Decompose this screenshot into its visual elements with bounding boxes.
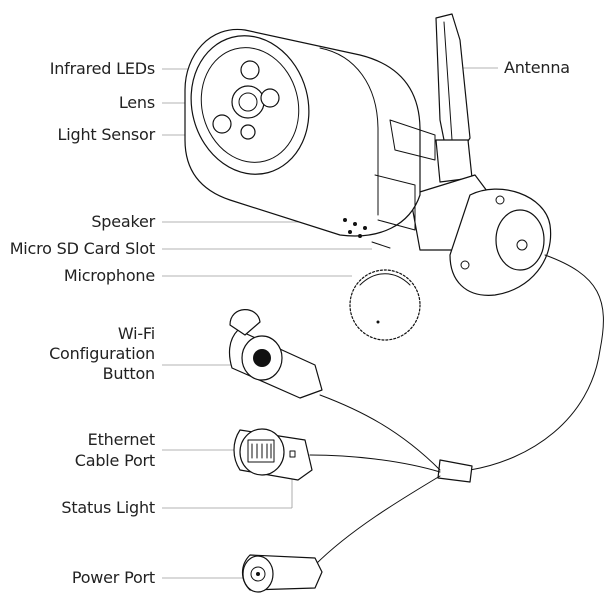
label-microphone: Microphone bbox=[63, 266, 155, 285]
label-infrared-leds: Infrared LEDs bbox=[49, 59, 155, 78]
cable-splitter bbox=[437, 459, 473, 483]
ethernet-port-icon bbox=[233, 428, 313, 481]
light-sensor-icon bbox=[240, 124, 256, 140]
label-speaker: Speaker bbox=[91, 212, 155, 231]
label-antenna: Antenna bbox=[504, 58, 570, 77]
label-status-light: Status Light bbox=[61, 498, 155, 517]
label-wifi-line2: Configuration bbox=[49, 344, 155, 363]
label-lens: Lens bbox=[118, 93, 155, 112]
antenna-icon bbox=[435, 13, 473, 183]
camera-front bbox=[190, 35, 310, 175]
infrared-led-icon bbox=[240, 60, 260, 80]
wall-mount bbox=[409, 174, 552, 296]
label-light-sensor: Light Sensor bbox=[57, 125, 156, 144]
speaker-grille-icon bbox=[343, 218, 367, 238]
label-wifi-line1: Wi-Fi bbox=[117, 324, 155, 343]
label-wifi-line3: Button bbox=[102, 364, 156, 383]
power-port-icon bbox=[241, 554, 323, 593]
label-ethernet-line1: Ethernet bbox=[87, 430, 156, 449]
label-power-port: Power Port bbox=[71, 568, 155, 587]
label-ethernet-line2: Cable Port bbox=[74, 451, 155, 470]
main-cable bbox=[469, 254, 604, 471]
microphone-detail bbox=[349, 269, 421, 341]
leader-lines bbox=[162, 67, 498, 579]
micro-sd-slot-icon bbox=[371, 241, 391, 249]
status-light-icon bbox=[289, 450, 296, 458]
label-micro-sd-card-slot: Micro SD Card Slot bbox=[9, 239, 155, 258]
lens-icon bbox=[231, 85, 265, 119]
wifi-config-button-icon bbox=[228, 309, 323, 399]
